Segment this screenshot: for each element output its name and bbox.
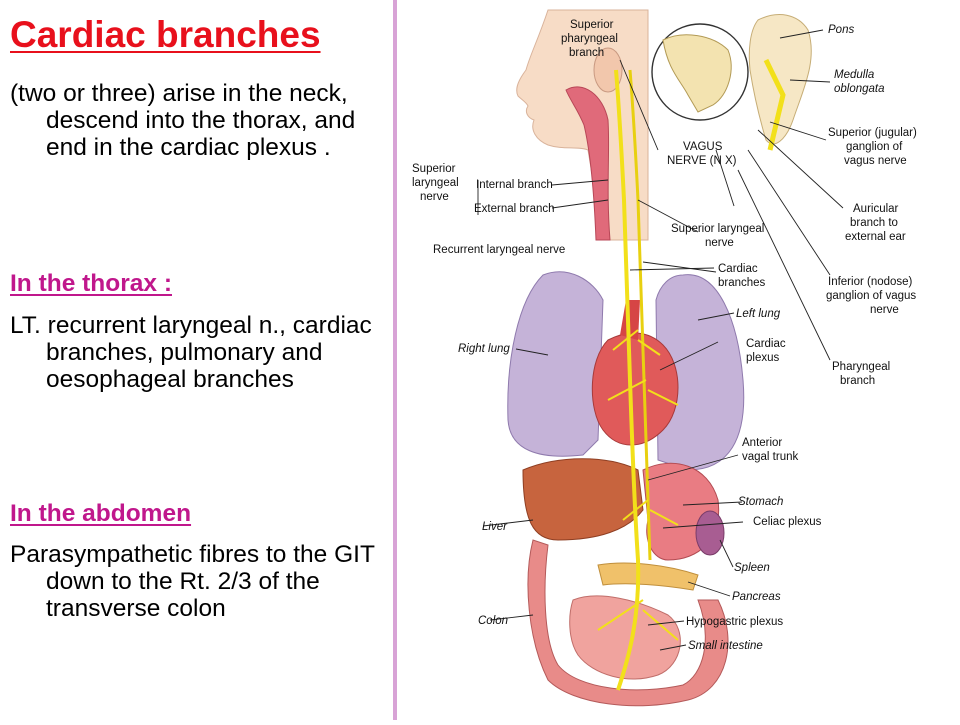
label-stomach: Stomach (738, 496, 783, 508)
label-superior-laryngeal-nerve-3: nerve (420, 191, 449, 203)
label-superior-laryngeal-2b: nerve (705, 237, 734, 249)
label-superior-pharyngeal: Superior (570, 19, 614, 31)
label-auricular-2: branch to (850, 217, 898, 229)
label-superior-laryngeal-nerve-2: laryngeal (412, 177, 459, 189)
label-superior-jugular: Superior (jugular) (828, 127, 917, 139)
liver-shape (522, 458, 644, 541)
vagus-trunk-left (628, 69, 652, 561)
text-panel: Cardiac branches (two or three) arise in… (0, 0, 392, 720)
thorax-paragraph: LT. recurrent laryngeal n., cardiac bran… (10, 312, 372, 393)
nerve-branches (597, 329, 679, 641)
inset-anatomy (662, 34, 732, 113)
label-medulla: Medulla (834, 69, 874, 81)
left-lung-shape (655, 274, 745, 471)
label-pharyngeal-branch: Pharyngeal (832, 361, 890, 373)
label-anterior-vagal-trunk-2: vagal trunk (742, 451, 799, 463)
abdomen-paragraph: Parasympathetic fibres to the GIT down t… (10, 541, 375, 622)
label-celiac-plexus: Celiac plexus (753, 516, 822, 528)
heart-shape (591, 332, 679, 446)
label-superior-laryngeal-2: Superior laryngeal (671, 223, 764, 235)
label-external-branch: External branch (474, 203, 555, 215)
brainstem-illustration (748, 14, 812, 145)
label-inferior-nodose-3: nerve (870, 304, 899, 316)
label-cardiac-plexus-2: plexus (746, 352, 779, 364)
panel-divider (393, 0, 397, 720)
label-superior-laryngeal-nerve: Superior (412, 163, 456, 175)
label-vagus: VAGUS (683, 141, 723, 153)
label-hypogastric-plexus: Hypogastric plexus (686, 616, 783, 628)
label-superior-pharyngeal-2: pharyngeal (561, 33, 618, 45)
intro-paragraph: (two or three) arise in the neck, descen… (10, 80, 356, 161)
label-inferior-nodose-2: ganglion of vagus (826, 290, 916, 302)
colon-shape (527, 539, 729, 707)
label-auricular: Auricular (853, 203, 899, 215)
label-recurrent-laryngeal: Recurrent laryngeal nerve (433, 244, 565, 256)
label-cardiac-branches-2: branches (718, 277, 766, 289)
vagus-nerve-diagram: Superior pharyngeal branch Pons Medulla … (398, 0, 960, 720)
label-internal-branch: Internal branch (476, 179, 553, 191)
small-intestine-shape (569, 595, 681, 680)
vagus-trunk-right (614, 69, 641, 691)
label-superior-pharyngeal-3: branch (569, 47, 604, 59)
label-left-lung: Left lung (736, 308, 781, 320)
label-colon: Colon (478, 615, 508, 627)
label-medulla-2: oblongata (834, 83, 885, 95)
label-superior-jugular-2: ganglion of (846, 141, 903, 153)
label-auricular-3: external ear (845, 231, 906, 243)
right-lung-shape (507, 271, 604, 457)
label-pharyngeal-branch-2: branch (840, 375, 875, 387)
label-pons: Pons (828, 24, 854, 36)
spleen-shape (695, 510, 725, 556)
label-liver: Liver (482, 521, 508, 533)
leader-lines (477, 29, 844, 651)
anatomy-illustration: Superior pharyngeal branch Pons Medulla … (412, 9, 917, 707)
label-inferior-nodose: Inferior (nodose) (828, 276, 913, 288)
label-right-lung: Right lung (458, 343, 510, 355)
label-pancreas: Pancreas (732, 591, 781, 603)
label-superior-jugular-3: vagus nerve (844, 155, 907, 167)
label-spleen: Spleen (734, 562, 770, 574)
label-anterior-vagal-trunk: Anterior (742, 437, 782, 449)
thorax-heading: In the thorax : (10, 270, 172, 297)
slide-title: Cardiac branches (10, 14, 321, 55)
label-cardiac-plexus: Cardiac (746, 338, 786, 350)
abdomen-heading: In the abdomen (10, 500, 192, 527)
pancreas-shape (597, 562, 699, 591)
label-small-intestine: Small intestine (688, 640, 763, 652)
label-vagus-2: NERVE (N X) (667, 155, 737, 167)
brainstem-nerve (763, 58, 786, 151)
label-cardiac-branches: Cardiac (718, 263, 758, 275)
